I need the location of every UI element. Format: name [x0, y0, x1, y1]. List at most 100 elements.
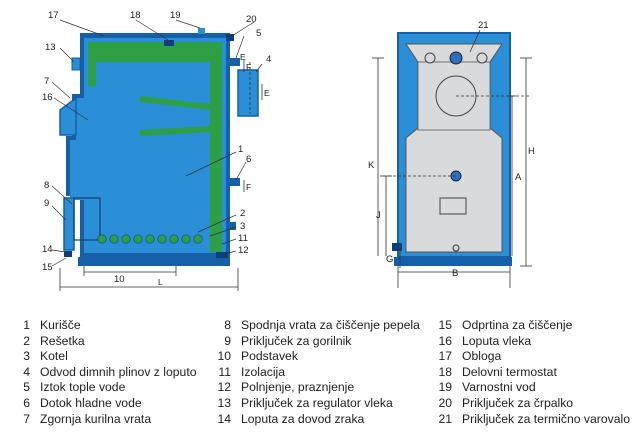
callout-10: 10	[114, 274, 125, 285]
legend-text: Kurišče	[40, 318, 81, 332]
flue-outlet	[237, 69, 259, 117]
dim-B: B	[452, 268, 458, 279]
legend-text: Polnjenje, praznjenje	[241, 380, 355, 395]
draft-regulator-port	[71, 57, 81, 71]
callout-12: 12	[238, 245, 249, 256]
front-dimension-lines	[59, 60, 263, 291]
dim-E-top: E	[240, 52, 246, 62]
side-labels: 21 K H A J G B	[368, 20, 535, 279]
callout-21: 21	[478, 20, 489, 31]
callout-2: 2	[240, 208, 245, 219]
side-dimension-lines	[372, 29, 532, 288]
legend-number: 18	[438, 364, 452, 379]
dim-F-mid: F	[246, 182, 251, 192]
legend-number: 17	[438, 349, 452, 364]
dim-H: H	[528, 146, 535, 157]
legend-number: 10	[217, 349, 231, 364]
legend-item: 9 Priključek za gorilnik	[211, 334, 420, 350]
legend-text: Priključek za črpalko	[462, 395, 574, 410]
grate	[97, 234, 203, 244]
legend-number: 4	[23, 364, 30, 379]
callout-5: 5	[256, 28, 261, 39]
pump-connection	[226, 34, 234, 41]
air-flap	[64, 251, 72, 257]
front-dimension-labels: E E F F L	[158, 52, 270, 287]
hot-water-outlet	[230, 58, 240, 66]
legend-item: 2 Rešetka	[10, 334, 197, 350]
legend-number: 20	[438, 395, 452, 410]
rear-drain-valve	[392, 243, 402, 251]
legend-text: Varnostni vod	[462, 380, 536, 395]
legend-item: 16 Loputa vleka	[432, 334, 630, 350]
legend-number: 3	[23, 349, 30, 364]
legend-text: Priključek za regulator vleka	[241, 395, 393, 410]
legend-number: 1	[23, 318, 30, 332]
legend-number: 7	[23, 411, 30, 426]
callout-20: 20	[246, 14, 257, 25]
base-pedestal	[78, 257, 230, 266]
callout-14: 14	[42, 244, 53, 255]
legend-item: 12 Polnjenje, praznjenje	[211, 380, 420, 396]
dim-L: L	[158, 277, 163, 287]
legend-number: 11	[218, 364, 231, 379]
legend-number: 12	[217, 380, 231, 395]
boiler-body	[70, 38, 226, 253]
callout-6: 6	[246, 154, 251, 165]
drain-valve	[216, 252, 228, 258]
boiler-technical-diagram: 17 18 19 20 5 4 13 7 16 1 6 8 9 2 3 11 1…	[42, 10, 535, 291]
legend-number: 16	[438, 333, 452, 348]
legend-text: Zgornja kurilna vrata	[40, 411, 152, 426]
lower-door	[63, 197, 75, 251]
legend-text: Rešetka	[40, 333, 85, 348]
legend-text: Loputa vleka	[462, 333, 532, 348]
callout-18: 18	[130, 10, 141, 21]
callout-17: 17	[48, 10, 59, 21]
legend-item: 19 Varnostni vod	[432, 380, 630, 396]
legend-text: Podstavek	[241, 349, 298, 364]
drain-port	[452, 244, 460, 252]
legend-number: 6	[23, 395, 30, 410]
flue-baffle-lower	[140, 126, 210, 136]
legend-text: Loputa za dovod zraka	[241, 411, 365, 426]
legend-item: 20 Priključek za črpalko	[432, 396, 630, 412]
legend-number: 9	[224, 333, 231, 348]
top-port-center	[449, 51, 463, 65]
flue-baffle-upper	[140, 96, 210, 110]
upper-door	[59, 96, 77, 136]
legend-text: Izolacija	[241, 364, 286, 379]
legend-item: 7 Zgornja kurilna vrata	[10, 412, 197, 428]
legend-text: Iztok tople vode	[40, 380, 126, 395]
side-base	[394, 257, 512, 266]
legend-number: 5	[23, 380, 30, 395]
front-callouts: 17 18 19 20 5 4 13 7 16 1 6 8 9 2 3 11 1…	[42, 10, 271, 285]
legend-number: 15	[438, 318, 452, 332]
cold-water-inlet	[230, 178, 240, 186]
callout-16: 16	[42, 92, 53, 103]
legend-text: Spodnja vrata za čiščenje pepela	[241, 318, 420, 332]
fill-drain-port	[226, 222, 236, 230]
legend-number: 2	[23, 333, 30, 348]
callout-1: 1	[238, 144, 243, 155]
front-leader-lines	[51, 19, 263, 267]
legend-text: Dotok hladne vode	[40, 395, 142, 410]
legend-text: Obloga	[462, 349, 502, 364]
safety-line	[198, 28, 205, 34]
callout-3: 3	[240, 221, 245, 232]
legend-number: 19	[438, 380, 452, 395]
dim-E-side: E	[264, 88, 270, 98]
legend-item: 6 Dotok hladne vode	[10, 396, 197, 412]
legend-item: 5 Iztok tople vode	[10, 380, 197, 396]
dim-F-top: F	[246, 62, 251, 72]
front-view	[59, 28, 259, 266]
legend-item: 1 Kurišče	[10, 318, 197, 334]
legend-text: Priključek za gorilnik	[241, 333, 352, 348]
legend-text: Priključek za termično varovalo	[462, 411, 630, 426]
ash-chamber-frame	[73, 197, 101, 241]
